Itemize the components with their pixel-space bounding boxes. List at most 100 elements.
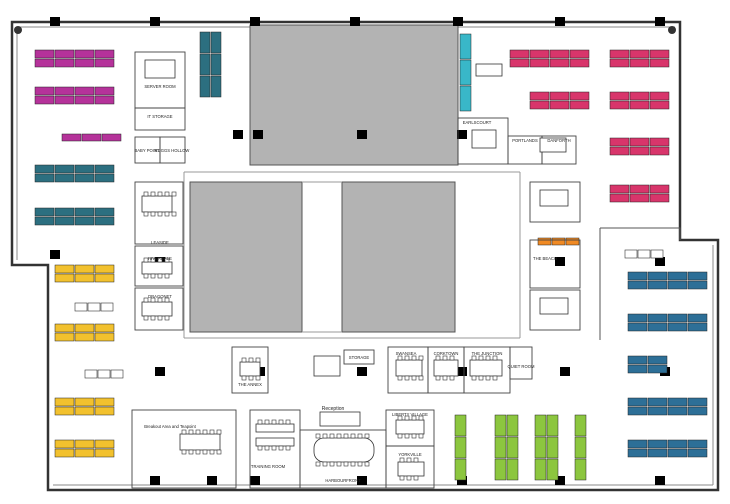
desk [94, 173, 115, 183]
chair [399, 475, 405, 481]
desk [34, 58, 55, 68]
chair [171, 191, 177, 197]
chair [336, 433, 342, 439]
chair [343, 433, 349, 439]
chair [404, 415, 410, 421]
chair [411, 355, 417, 361]
desk-cluster-5 [34, 207, 115, 226]
chair [315, 433, 321, 439]
chair [157, 191, 163, 197]
desk [506, 414, 519, 437]
desk [54, 164, 75, 174]
desk [54, 58, 75, 68]
label-dragonet: DRAGONET [148, 294, 172, 299]
desk [54, 406, 75, 416]
desk [574, 414, 587, 437]
desk [687, 448, 708, 458]
desk [627, 448, 648, 458]
desk-cluster-24 [494, 414, 519, 481]
chair [285, 445, 291, 451]
chair [435, 375, 441, 381]
desk [649, 137, 670, 147]
desk [94, 323, 115, 333]
chair [216, 449, 222, 455]
desk-cluster-13 [609, 91, 670, 110]
desk [459, 59, 472, 86]
chair [364, 461, 370, 467]
empty-desk-cluster-1 [74, 302, 114, 312]
desk [101, 133, 122, 142]
it-storage-outline [134, 107, 186, 131]
desk [629, 146, 650, 156]
chair [411, 433, 417, 439]
desk [627, 406, 648, 416]
desk [110, 369, 124, 379]
desk [647, 397, 668, 407]
label-baby-point: BABY POINT [134, 148, 159, 153]
chair [404, 355, 410, 361]
desk [454, 414, 467, 437]
label-the-junction: THE JUNCTION [472, 351, 503, 356]
desk [74, 273, 95, 283]
chair [257, 419, 263, 425]
desk-cluster-17 [627, 313, 708, 332]
desk [569, 49, 590, 59]
label-earlscourt: EARLSCOURT [463, 120, 492, 125]
desk [565, 237, 580, 246]
desk [667, 271, 688, 281]
column [233, 130, 243, 139]
chair [164, 191, 170, 197]
desk [627, 355, 648, 365]
desk [649, 184, 670, 194]
desk [637, 249, 651, 259]
desk [74, 332, 95, 342]
chair [150, 191, 156, 197]
chair [248, 375, 254, 381]
chair [241, 375, 247, 381]
desk-cluster-6 [54, 264, 115, 283]
desk-cluster-26 [574, 414, 587, 481]
chair [164, 257, 170, 263]
desk [529, 58, 550, 68]
meeting-chairs [143, 191, 498, 481]
desk [54, 273, 75, 283]
desk [454, 458, 467, 481]
column [350, 17, 360, 26]
desk [454, 436, 467, 459]
chair [397, 355, 403, 361]
desk [54, 323, 75, 333]
desk [81, 133, 102, 142]
desk-cluster-22 [459, 33, 472, 112]
chair [406, 457, 412, 463]
chair [322, 461, 328, 467]
desk [687, 439, 708, 449]
chair [413, 457, 419, 463]
desk-cluster-23 [454, 414, 467, 481]
chair [329, 433, 335, 439]
chair [478, 375, 484, 381]
desk [54, 448, 75, 458]
desk [627, 397, 648, 407]
chair [413, 475, 419, 481]
chair [322, 433, 328, 439]
desk-cluster-3 [61, 133, 122, 142]
label-leaside: LEASIDE [151, 240, 169, 245]
desk [549, 58, 570, 68]
ruggs-hollow-outline [159, 136, 186, 164]
chair [216, 429, 222, 435]
desk-cluster-15 [609, 184, 670, 203]
label-it-storage: IT STORAGE [147, 114, 172, 119]
chair [157, 297, 163, 303]
desk [667, 280, 688, 290]
breakout-outline [131, 409, 237, 489]
chair [397, 375, 403, 381]
chair [397, 415, 403, 421]
chair [143, 315, 149, 321]
chair [157, 211, 163, 217]
desk-cluster-21 [199, 31, 222, 98]
desk [549, 100, 570, 110]
desk [494, 458, 507, 481]
chair [399, 457, 405, 463]
label-reception: Reception [322, 406, 345, 412]
desk-cluster-14 [609, 137, 670, 156]
